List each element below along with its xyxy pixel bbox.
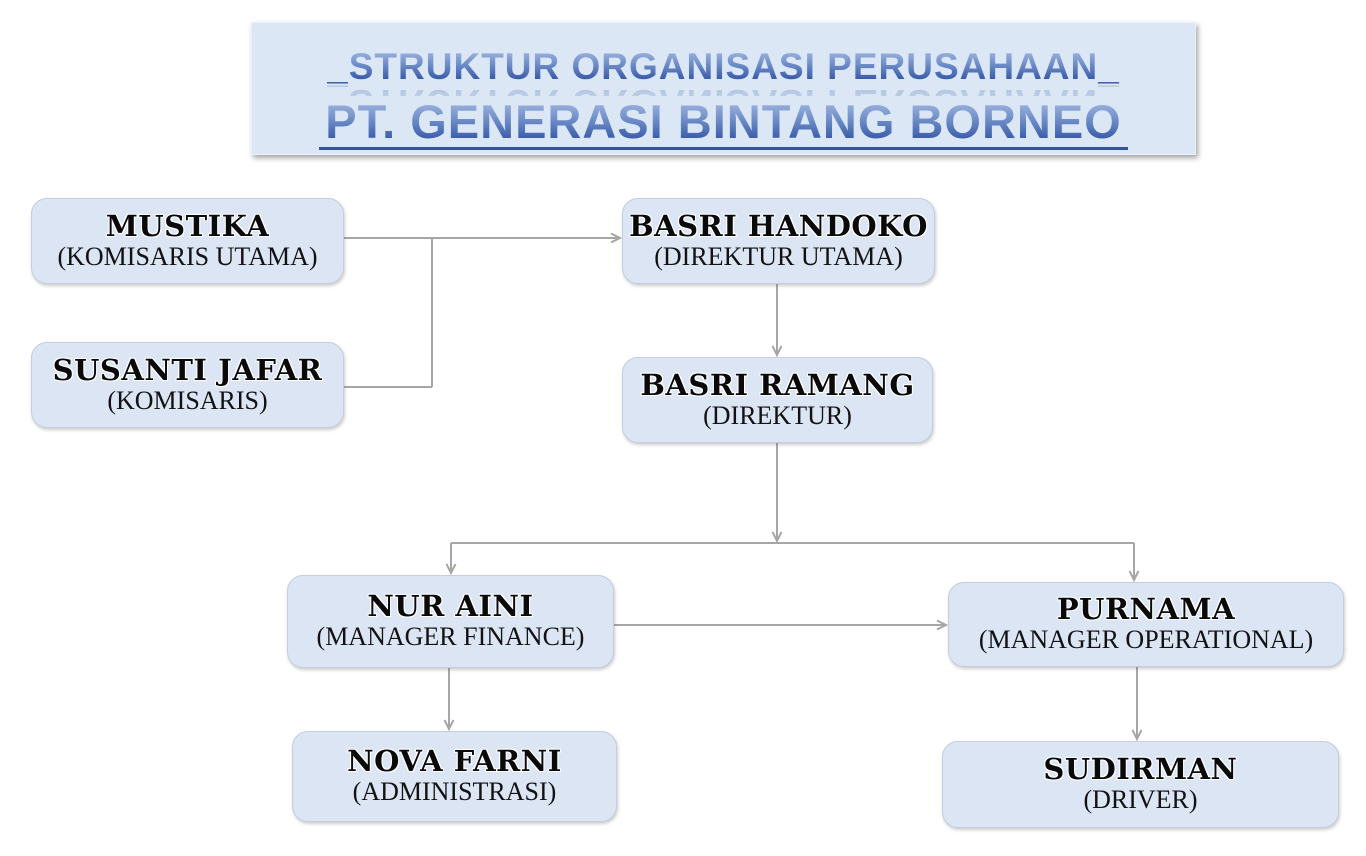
node-name: MUSTIKA — [105, 208, 270, 243]
org-node-sudirman: SUDIRMAN (DRIVER) — [942, 741, 1339, 828]
title-line-2: PT. GENERASI BINTANG BORNEO — [319, 98, 1128, 150]
node-name: BASRI HANDOKO — [629, 208, 928, 243]
title-line-1-reflection: _STRUKTUR ORGANISASI PERUSAHAAN_ — [327, 84, 1120, 96]
node-role: (KOMISARIS) — [107, 385, 268, 415]
node-role: (KOMISARIS UTAMA) — [57, 241, 318, 271]
org-node-purnama: PURNAMA (MANAGER OPERATIONAL) — [948, 582, 1344, 667]
node-name: PURNAMA — [1056, 592, 1236, 627]
node-role: (DIREKTUR UTAMA) — [654, 241, 903, 271]
org-node-basri-handoko: BASRI HANDOKO (DIREKTUR UTAMA) — [622, 198, 935, 284]
node-name: SUSANTI JAFAR — [52, 352, 323, 387]
org-node-mustika: MUSTIKA (KOMISARIS UTAMA) — [31, 198, 344, 284]
title-banner: _STRUKTUR ORGANISASI PERUSAHAAN_ _STRUKT… — [251, 22, 1196, 155]
node-role: (ADMINISTRASI) — [352, 777, 557, 807]
node-role: (MANAGER FINANCE) — [316, 622, 585, 652]
node-name: NUR AINI — [367, 589, 534, 624]
org-node-nova-farni: NOVA FARNI (ADMINISTRASI) — [292, 731, 617, 822]
node-name: BASRI RAMANG — [640, 367, 915, 402]
org-node-nur-aini: NUR AINI (MANAGER FINANCE) — [287, 575, 614, 668]
node-name: NOVA FARNI — [347, 744, 562, 779]
node-role: (MANAGER OPERATIONAL) — [978, 625, 1314, 655]
node-name: SUDIRMAN — [1043, 752, 1238, 787]
org-node-susanti-jafar: SUSANTI JAFAR (KOMISARIS) — [31, 342, 344, 428]
node-role: (DRIVER) — [1083, 785, 1198, 815]
org-node-basri-ramang: BASRI RAMANG (DIREKTUR) — [622, 357, 933, 443]
node-role: (DIREKTUR) — [703, 400, 852, 430]
title-line-1: _STRUKTUR ORGANISASI PERUSAHAAN_ — [327, 46, 1120, 87]
